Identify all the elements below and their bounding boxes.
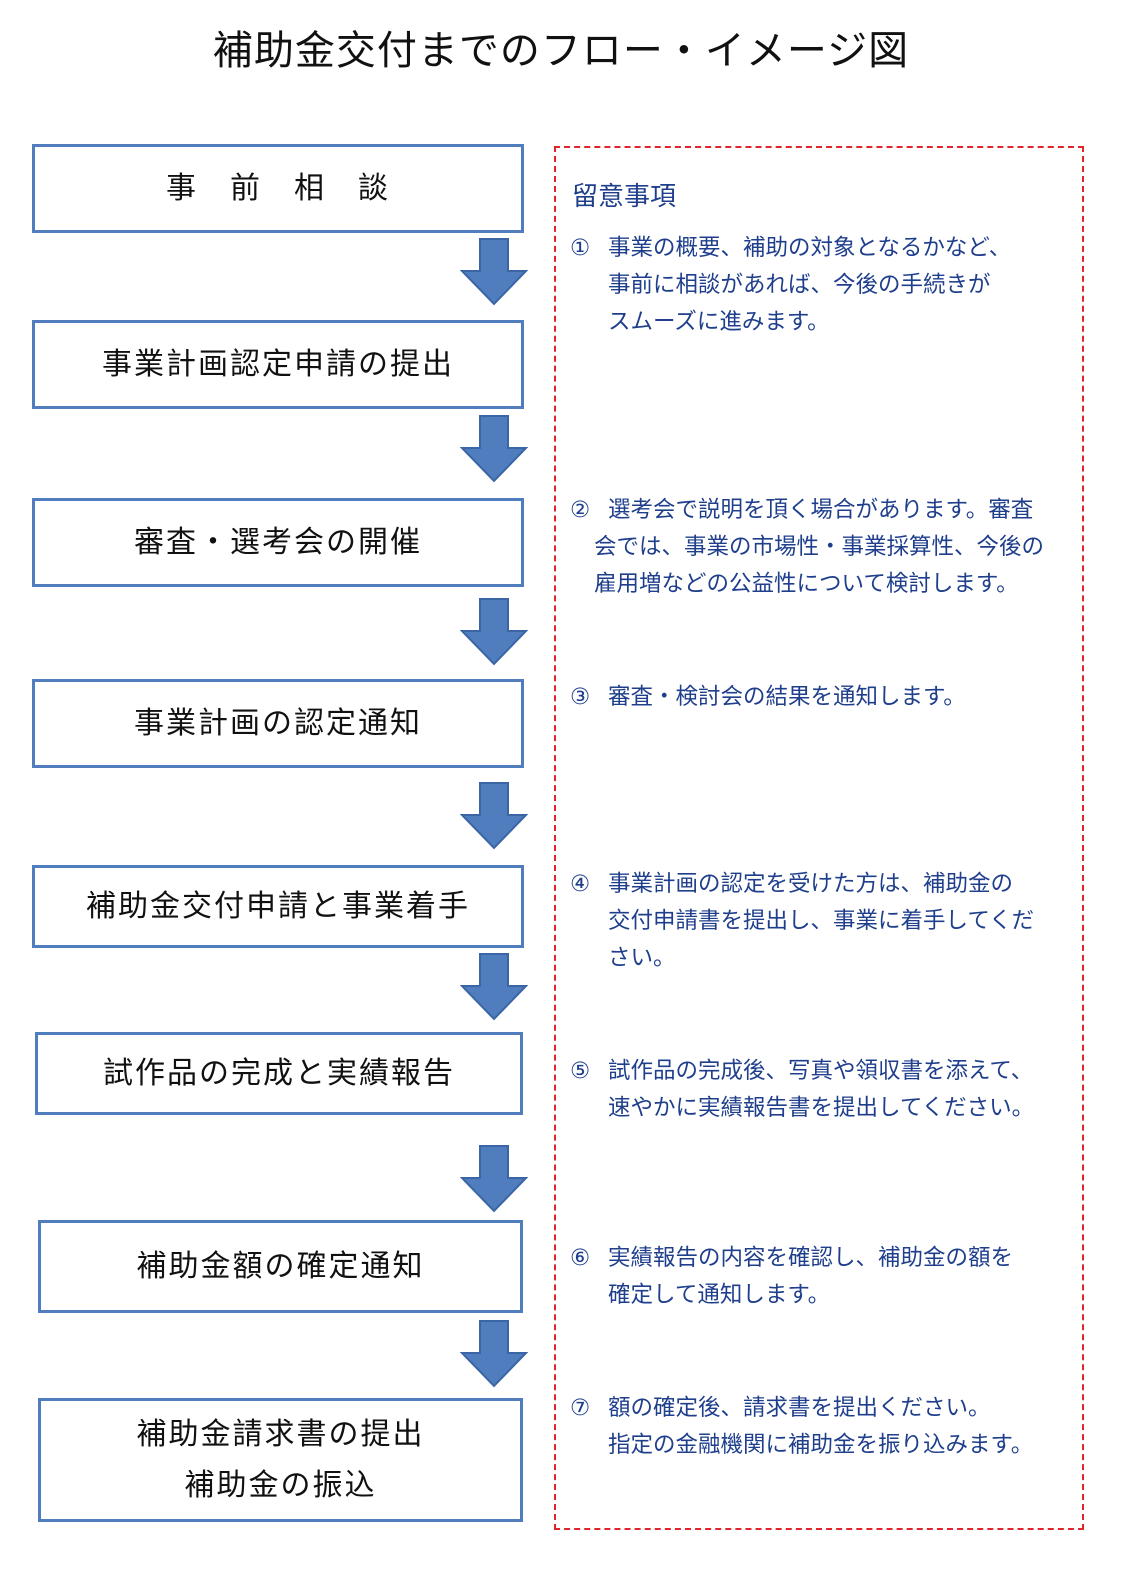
note-line: 事前に相談があれば、今後の手続きが xyxy=(608,272,991,298)
note-item-6: ⑥ 実績報告の内容を確認し、補助金の額を 確定して通知します。 xyxy=(570,1240,1013,1314)
note-number: ⑤ xyxy=(570,1058,591,1084)
down-arrow-icon xyxy=(460,415,528,483)
flow-step-label-secondary: 補助金の振込 xyxy=(184,1468,377,1503)
flow-step-label: 補助金請求書の提出 xyxy=(136,1417,425,1452)
note-line: 会では、事業の市場性・事業採算性、今後の xyxy=(594,534,1045,560)
note-line: 確定して通知します。 xyxy=(608,1282,831,1308)
note-number: ② xyxy=(570,497,591,523)
note-item-5: ⑤ 試作品の完成後、写真や領収書を添えて、 速やかに実績報告書を提出してください… xyxy=(570,1053,1034,1127)
note-line: さい。 xyxy=(608,945,676,971)
note-item-2: ② 選考会で説明を頂く場合があります。審査 会では、事業の市場性・事業採算性、今… xyxy=(570,492,1044,603)
flow-step-label: 補助金額の確定通知 xyxy=(136,1249,425,1284)
page-title: 補助金交付までのフロー・イメージ図 xyxy=(212,28,910,74)
note-line: 指定の金融機関に補助金を振り込みます。 xyxy=(608,1432,1034,1458)
down-arrow-icon xyxy=(460,1320,528,1388)
flow-step-label: 審査・選考会の開催 xyxy=(134,525,422,560)
flow-step-amount-confirmation: 補助金額の確定通知 xyxy=(38,1220,523,1313)
flow-step-payment: 補助金請求書の提出 補助金の振込 xyxy=(38,1398,523,1522)
note-number: ④ xyxy=(570,871,591,897)
note-number: ⑥ xyxy=(570,1245,591,1271)
note-line: 選考会で説明を頂く場合があります。審査 xyxy=(608,497,1034,523)
note-line: 速やかに実績報告書を提出してください。 xyxy=(608,1095,1035,1121)
note-line: 雇用増などの公益性について検討します。 xyxy=(594,571,1019,597)
flow-step-label: 補助金交付申請と事業着手 xyxy=(86,889,470,924)
flow-step-screening: 審査・選考会の開催 xyxy=(32,498,524,587)
note-line: 実績報告の内容を確認し、補助金の額を xyxy=(608,1245,1014,1271)
note-line: 試作品の完成後、写真や領収書を添えて、 xyxy=(608,1058,1034,1084)
note-item-3: ③ 審査・検討会の結果を通知します。 xyxy=(570,679,966,716)
flow-step-label: 試作品の完成と実績報告 xyxy=(103,1056,455,1091)
down-arrow-icon xyxy=(460,1145,528,1213)
note-line: 事業の概要、補助の対象となるかなど、 xyxy=(608,235,1012,261)
note-number: ① xyxy=(570,235,591,261)
flow-step-label: 事業計画認定申請の提出 xyxy=(102,347,454,382)
flow-step-consultation: 事 前 相 談 xyxy=(32,144,524,233)
note-line: 額の確定後、請求書を提出ください。 xyxy=(608,1395,991,1421)
flow-step-grant-application: 補助金交付申請と事業着手 xyxy=(32,865,524,948)
note-item-4: ④ 事業計画の認定を受けた方は、補助金の 交付申請書を提出し、事業に着手してくだ… xyxy=(570,866,1034,977)
note-line: 審査・検討会の結果を通知します。 xyxy=(608,684,966,710)
note-line: 交付申請書を提出し、事業に着手してくだ xyxy=(608,908,1035,934)
notes-panel xyxy=(554,146,1084,1530)
flow-step-label: 事業計画の認定通知 xyxy=(134,706,422,741)
flow-step-application: 事業計画認定申請の提出 xyxy=(32,320,524,409)
note-number: ⑦ xyxy=(570,1395,591,1421)
down-arrow-icon xyxy=(460,598,528,666)
note-line: スムーズに進みます。 xyxy=(608,309,830,335)
down-arrow-icon xyxy=(460,238,528,306)
down-arrow-icon xyxy=(460,953,528,1021)
note-item-7: ⑦ 額の確定後、請求書を提出ください。 指定の金融機関に補助金を振り込みます。 xyxy=(570,1390,1033,1464)
flow-step-completion-report: 試作品の完成と実績報告 xyxy=(35,1032,523,1115)
note-line: 事業計画の認定を受けた方は、補助金の xyxy=(608,871,1014,897)
flow-step-approval-notice: 事業計画の認定通知 xyxy=(32,679,524,768)
down-arrow-icon xyxy=(460,782,528,850)
note-item-1: ① 事業の概要、補助の対象となるかなど、 事前に相談があれば、今後の手続きが ス… xyxy=(570,230,1011,341)
flow-step-label: 事 前 相 談 xyxy=(166,171,390,206)
note-number: ③ xyxy=(570,684,591,710)
notes-heading: 留意事項 xyxy=(572,182,677,212)
